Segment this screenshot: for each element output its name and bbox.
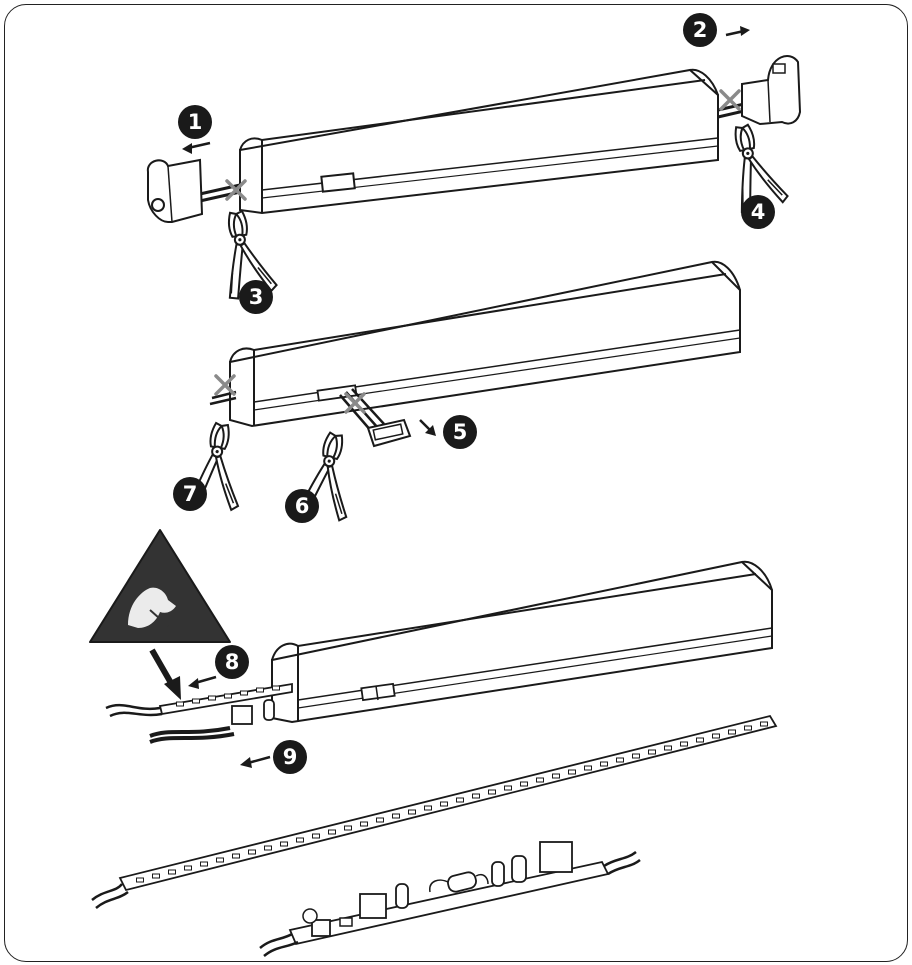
- step-badge-circle: [683, 13, 717, 47]
- led-smd: [536, 777, 544, 783]
- led-smd: [552, 773, 560, 779]
- led-strip: [91, 714, 778, 909]
- step-number: 3: [249, 285, 264, 309]
- step-badge-5: 5: [443, 415, 477, 449]
- step-badge-circle: [285, 489, 319, 523]
- step-badge-circle: [215, 645, 249, 679]
- led-smd: [360, 821, 368, 827]
- led-smd: [696, 737, 704, 743]
- esd-warning-icon: [89, 529, 231, 643]
- direction-arrow-icon: [188, 675, 217, 689]
- direction-arrow-icon: [419, 419, 436, 436]
- step-number: 2: [693, 18, 708, 42]
- led-smd: [712, 733, 720, 739]
- direction-arrow-icon: [725, 26, 750, 37]
- led-smd: [728, 729, 736, 735]
- led-smd: [264, 845, 272, 851]
- direction-arrow-icon: [149, 648, 181, 700]
- led-smd: [312, 833, 320, 839]
- led-smd: [456, 797, 464, 803]
- led-smd: [472, 793, 480, 799]
- step-badge-circle: [173, 477, 207, 511]
- step-number: 8: [225, 650, 240, 674]
- step-badge-4: 4: [741, 195, 775, 229]
- middle-profile-assembly: [209, 260, 741, 448]
- led-smd: [648, 749, 656, 755]
- led-smd: [392, 813, 400, 819]
- step-badge-circle: [239, 280, 273, 314]
- led-smd: [600, 761, 608, 767]
- step-badge-circle: [741, 195, 775, 229]
- step-badge-circle: [443, 415, 477, 449]
- led-smd: [408, 809, 416, 815]
- led-smd: [184, 865, 192, 871]
- led-smd: [568, 769, 576, 775]
- led-smd: [520, 781, 528, 787]
- step-badge-2: 2: [683, 13, 717, 47]
- step-badge-circle: [178, 105, 212, 139]
- led-smd: [248, 849, 256, 855]
- step-number: 1: [188, 110, 203, 134]
- step-number: 7: [183, 482, 198, 506]
- led-smd: [136, 877, 144, 883]
- step-number: 9: [283, 745, 298, 769]
- step-number: 5: [453, 420, 468, 444]
- step-badge-3: 3: [239, 280, 273, 314]
- led-smd: [504, 785, 512, 791]
- step-badge-8: 8: [215, 645, 249, 679]
- led-smd: [344, 825, 352, 831]
- led-smd: [376, 817, 384, 823]
- led-smd: [760, 721, 768, 727]
- led-smd: [664, 745, 672, 751]
- led-smd: [280, 841, 288, 847]
- led-smd: [296, 837, 304, 843]
- top-profile-assembly: [146, 55, 802, 223]
- step-badges: 1 2 3 4 5 6 7 8 9: [173, 13, 775, 774]
- step-number: 6: [295, 494, 310, 518]
- step-number: 4: [751, 200, 766, 224]
- illustration-frame: [4, 4, 908, 962]
- led-smd: [584, 765, 592, 771]
- step-badge-9: 9: [273, 740, 307, 774]
- led-smd: [632, 753, 640, 759]
- led-smd: [328, 829, 336, 835]
- led-smd: [488, 789, 496, 795]
- direction-arrow-icon: [240, 755, 271, 768]
- led-smd: [616, 757, 624, 763]
- led-smd: [152, 873, 160, 879]
- led-driver-board: [259, 841, 641, 957]
- direction-arrow-icon: [182, 141, 211, 154]
- led-smd: [744, 725, 752, 731]
- step-badge-circle: [273, 740, 307, 774]
- led-smd: [216, 857, 224, 863]
- step-badge-7: 7: [173, 477, 207, 511]
- led-smd: [424, 805, 432, 811]
- led-smd: [680, 741, 688, 747]
- led-smd: [232, 853, 240, 859]
- led-smd: [168, 869, 176, 875]
- step-badge-1: 1: [178, 105, 212, 139]
- led-smd: [440, 801, 448, 807]
- led-smd: [200, 861, 208, 867]
- bottom-profile-assembly: [105, 560, 773, 744]
- step-badge-6: 6: [285, 489, 319, 523]
